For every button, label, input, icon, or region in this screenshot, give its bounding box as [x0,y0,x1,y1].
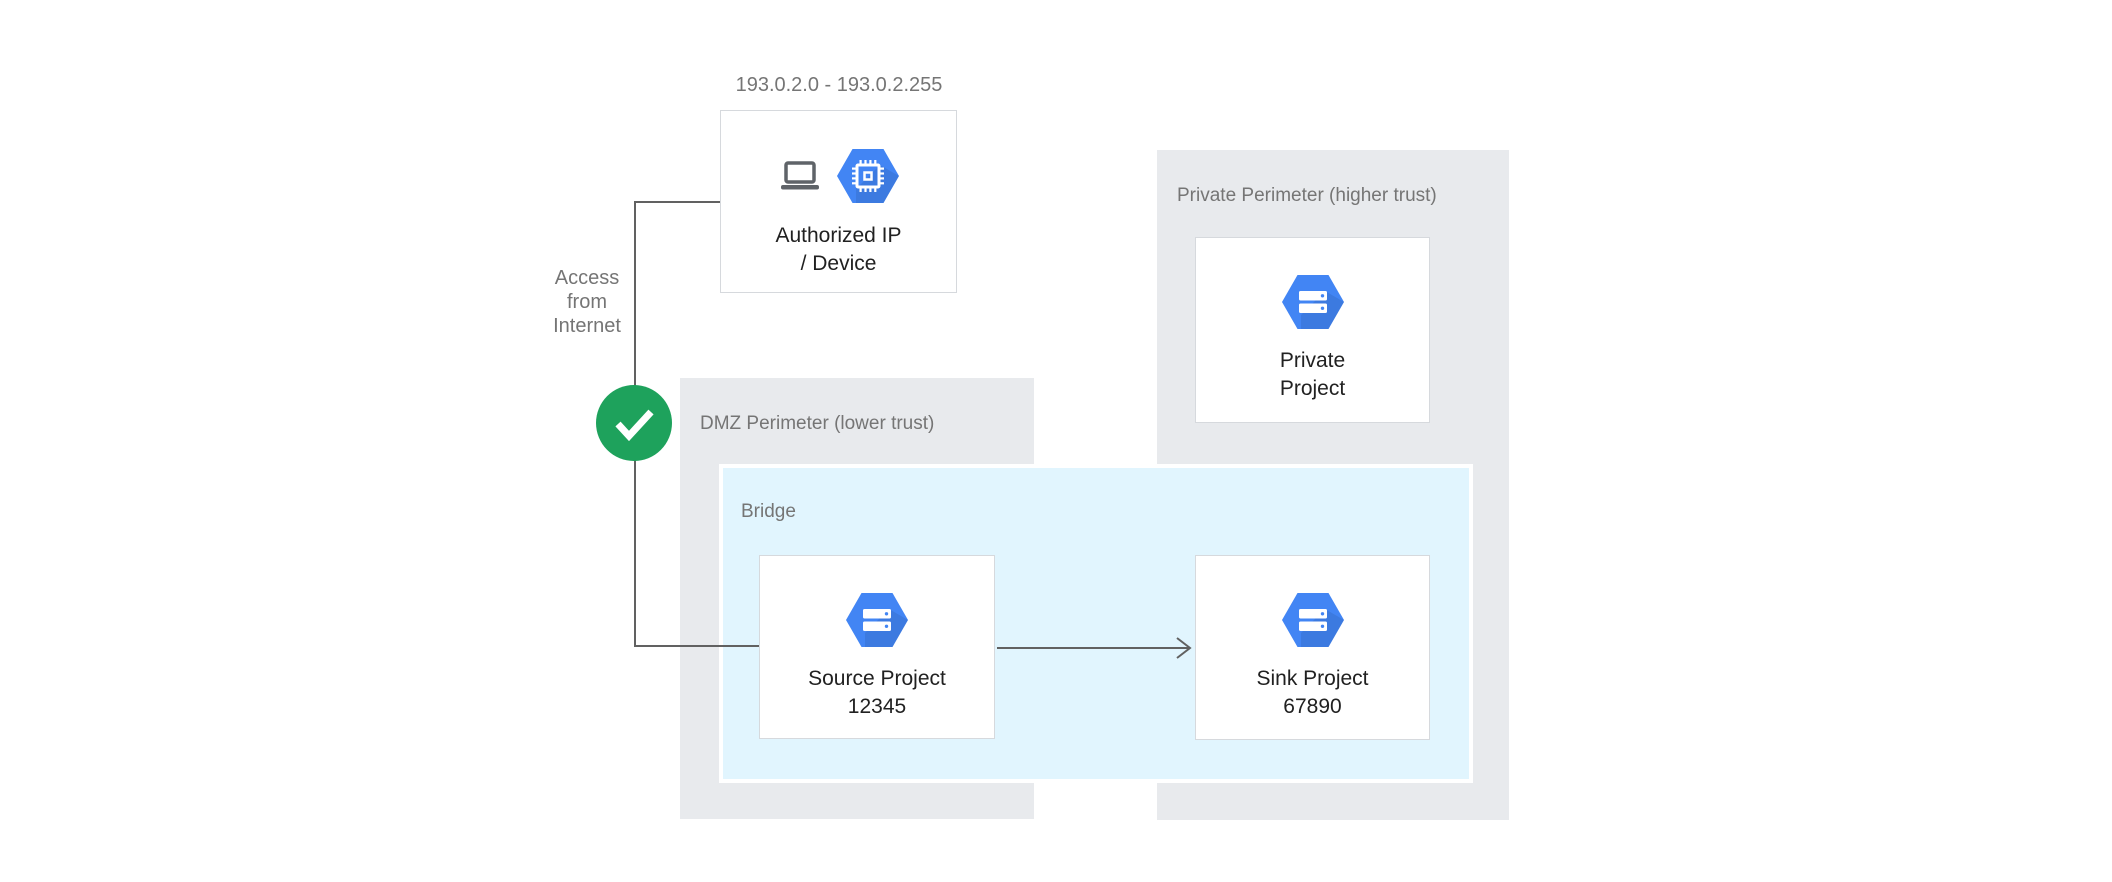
project-hexagon-icon [1281,593,1344,647]
authorized-ip-device-label: Authorized IP / Device [775,224,902,275]
bridge-label: Bridge [741,501,796,522]
project-hexagon-icon [1281,275,1344,329]
ip-range-label: 193.0.2.0 - 193.0.2.255 [735,74,943,96]
compute-chip-hexagon-icon [836,149,899,203]
private-project-label: Private Project [1279,349,1346,400]
source-project-box: Source Project 12345 [759,555,995,739]
arrow-right-connector [997,637,1192,659]
check-circle-icon [596,385,672,461]
sink-project-label: Sink Project 67890 [1256,667,1369,718]
private-perimeter-label: Private Perimeter (higher trust) [1177,185,1437,206]
dmz-perimeter-label: DMZ Perimeter (lower trust) [700,413,935,434]
device-icon-row [779,148,899,204]
authorized-ip-device-box: Authorized IP / Device [720,110,957,293]
connector-line-top [634,201,720,203]
check-icon [615,409,654,442]
connector-line-bottom [634,645,759,647]
project-hexagon-icon [846,593,908,647]
laptop-icon [780,161,819,190]
private-project-box: Private Project [1195,237,1430,423]
access-from-internet-label: Access from Internet [553,267,621,337]
source-project-label: Source Project 12345 [808,667,946,718]
sink-project-box: Sink Project 67890 [1195,555,1430,740]
